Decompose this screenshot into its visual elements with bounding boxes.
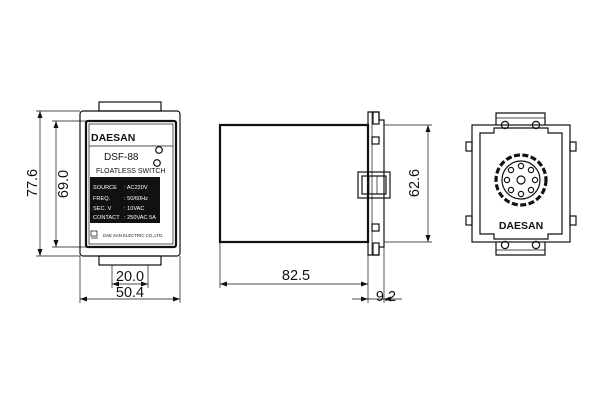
- dim-body-depth: 82.5: [282, 268, 310, 284]
- dim-mount-width: 20.0: [116, 269, 144, 285]
- side-flange: [367, 111, 385, 256]
- side-body: [218, 123, 370, 244]
- led-indicator-2: [153, 159, 161, 167]
- front-maker: DAE SAN ELECTRIC CO.,LTD.: [103, 233, 163, 238]
- socket-outer-frame: [471, 124, 571, 243]
- side-view: [218, 111, 391, 256]
- spec-value-contact: : 250VAC 5A: [124, 215, 156, 221]
- socket-screw-hole-tr: [531, 120, 541, 130]
- front-product: FLOATLESS SWITCH: [96, 168, 166, 175]
- socket-pin-base: [494, 153, 548, 207]
- led-indicator-1: [155, 146, 163, 154]
- side-dimensions: 62.6 82.5 9.2: [219, 124, 432, 305]
- side-connector: [357, 171, 391, 199]
- spec-label-contact: CONTACT: [93, 215, 120, 221]
- front-view: DAESAN DSF-88 FLOATLESS SWITCH SOURCE : …: [79, 101, 181, 266]
- dim-overall-width: 50.4: [116, 285, 144, 301]
- front-brand: DAESAN: [91, 132, 135, 144]
- socket-screw-hole-br: [531, 240, 541, 250]
- front-model: DSF-88: [104, 152, 139, 163]
- dim-body-height: 69.0: [56, 170, 72, 198]
- front-bottom-tab: [98, 255, 162, 266]
- front-body: [84, 119, 178, 249]
- socket-top-ear: [495, 112, 546, 125]
- socket-brand: DAESAN: [499, 220, 543, 232]
- dim-flange-depth: 9.2: [376, 289, 396, 305]
- maker-logo-icon: [90, 230, 98, 239]
- socket-bottom-ear: [495, 242, 546, 256]
- front-inner-bezel: [88, 123, 174, 245]
- spec-label-secv: SEC. V: [93, 206, 112, 212]
- front-dimensions: 77.6 69.0 20.0 50.4: [25, 110, 181, 303]
- spec-label-freq: FREQ.: [93, 196, 111, 202]
- dim-side-height: 62.6: [407, 169, 423, 197]
- dim-overall-height: 77.6: [25, 169, 41, 197]
- socket-view: DAESAN: [465, 112, 577, 256]
- spec-value-secv: : 10VAC: [124, 206, 144, 212]
- socket-center-key: [516, 175, 526, 185]
- spec-panel: [90, 177, 160, 223]
- socket-screw-hole-bl: [500, 240, 510, 250]
- socket-screw-hole-tl: [500, 120, 510, 130]
- socket-inner-outline: [479, 127, 563, 240]
- spec-value-freq: : 50/60Hz: [124, 196, 148, 202]
- spec-value-source: : AC220V: [124, 185, 148, 191]
- spec-label-source: SOURCE: [93, 185, 117, 191]
- front-top-tab: [98, 101, 162, 112]
